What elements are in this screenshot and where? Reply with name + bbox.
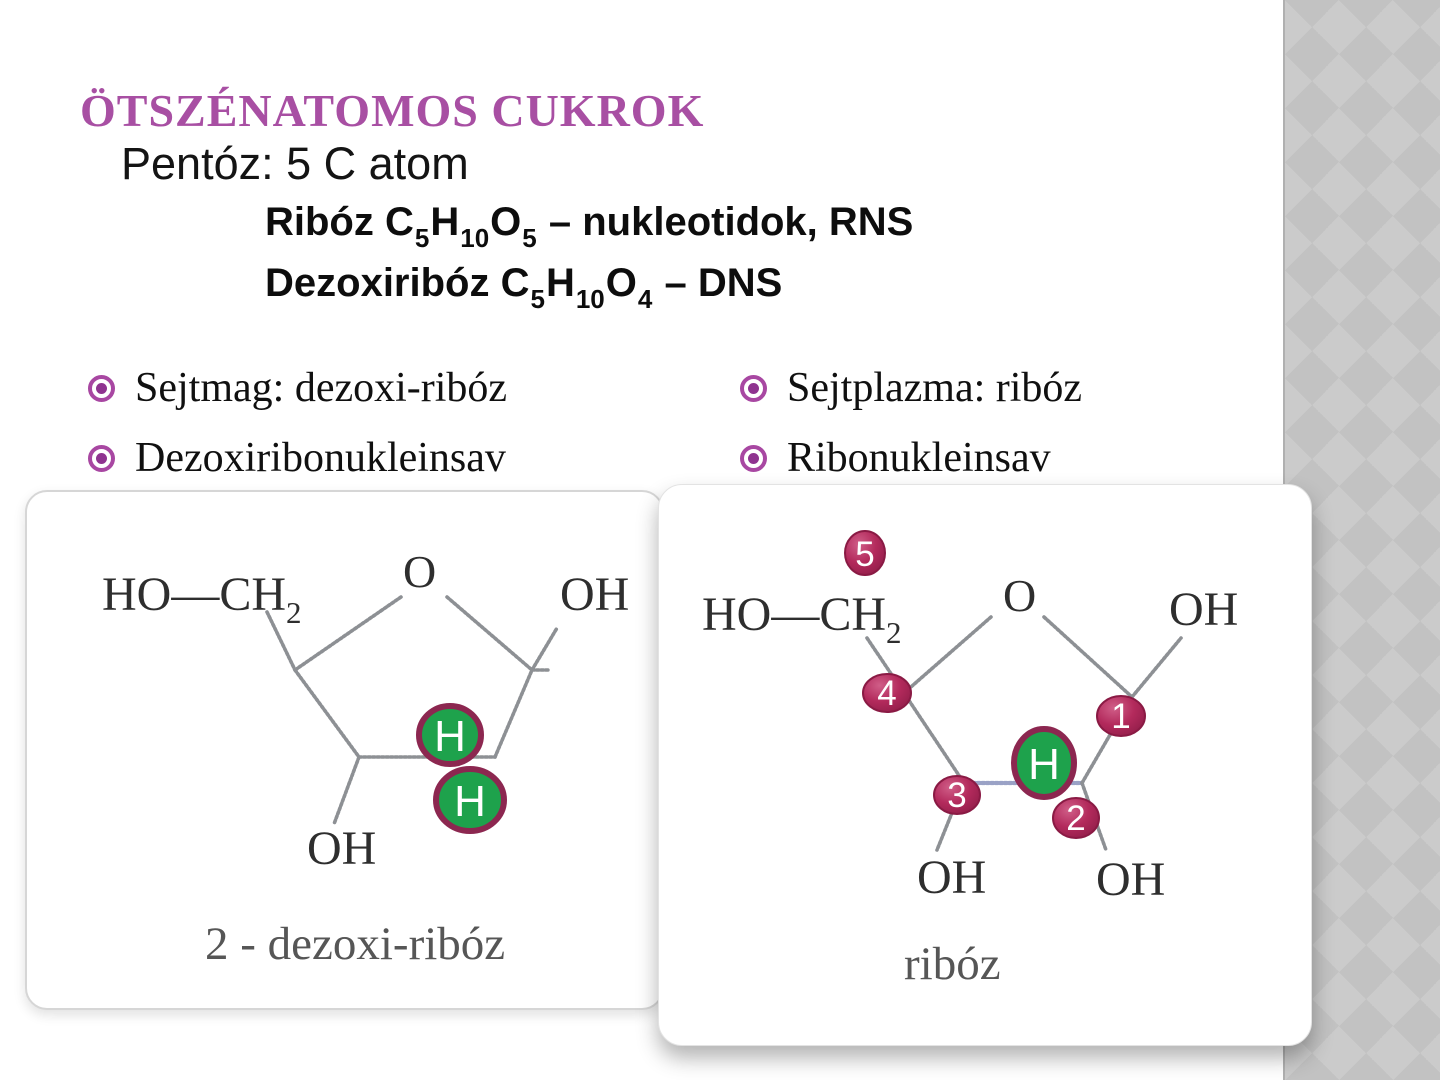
- carbon-2-badge: [1052, 797, 1100, 839]
- formula-block: Ribóz C5H10O5 – nukleotidok, RNS Dezoxir…: [265, 194, 913, 316]
- bond-o-c4: [293, 595, 403, 672]
- diagram-caption: ribóz: [904, 938, 1001, 990]
- slide-subtitle: Pentóz: 5 C atom: [121, 138, 469, 189]
- ring-oxygen-label: O: [403, 546, 436, 597]
- ring-oxygen-label: O: [1003, 570, 1036, 621]
- hydrogen-atom-badge: [1011, 726, 1077, 800]
- bond-c4-c3: [293, 668, 361, 759]
- oh-label-bottom-left: OH: [917, 851, 986, 904]
- formula-deoxyribose: Dezoxiribóz C5H10O4 – DNS: [265, 261, 783, 314]
- bond-c3-oh: [332, 755, 361, 826]
- formula-deoxyribose-sub3: 4: [637, 284, 653, 314]
- bullet-item-sejtmag: Sejtmag: dezoxi-ribóz: [88, 362, 507, 414]
- formula-deoxyribose-text: Dezoxiribóz C: [265, 261, 530, 305]
- target-bullet-icon: [740, 444, 767, 472]
- bond-c1-oh: [530, 626, 559, 672]
- carbon-3-badge: [933, 775, 981, 815]
- formula-ribose-text: Ribóz C: [265, 200, 414, 244]
- bullet-label: Sejtmag: dezoxi-ribóz: [135, 365, 508, 411]
- bullet-label: Sejtplazma: ribóz: [787, 365, 1083, 411]
- formula-ribose: Ribóz C5H10O5 – nukleotidok, RNS: [265, 200, 914, 253]
- bullet-item-ribonukleinsav: Ribonukleinsav: [740, 432, 1051, 484]
- carbon-3-label: 3: [947, 776, 966, 815]
- bond-ch2-c4: [265, 610, 297, 672]
- target-bullet-icon: [88, 374, 115, 402]
- bullet-item-dezoxiribonukleinsav: Dezoxiribonukleinsav: [88, 432, 506, 484]
- target-bullet-icon: [740, 374, 767, 402]
- bond-c4-c3: [902, 691, 966, 785]
- formula-ribose-sub1: 5: [414, 223, 430, 253]
- hydrogen-atom-badge: [416, 703, 484, 767]
- oh-label-bottom-right: OH: [1096, 853, 1165, 906]
- ho-ch2-label: HO—CH2: [102, 568, 302, 630]
- carbon-5-label: 5: [855, 535, 874, 574]
- hydrogen-atom-badge: [433, 766, 507, 834]
- bullet-item-sejtplazma: Sejtplazma: ribóz: [740, 362, 1082, 414]
- oh-label-top-right: OH: [560, 568, 629, 621]
- bond-c1-oh: [1130, 636, 1183, 699]
- oh-label-top-right: OH: [1169, 583, 1238, 636]
- bond-o-c1: [445, 595, 534, 672]
- ribose-structure-card: HO—CH2 O OH OH OH 5 4 1 3 H 2 ribóz: [658, 484, 1312, 1046]
- deoxyribose-structure-diagram: HO—CH2 O OH OH H H 2 - dezoxi-ribóz: [102, 546, 629, 970]
- ribose-structure-diagram: HO—CH2 O OH OH OH 5 4 1 3 H 2 ribóz: [702, 530, 1238, 990]
- ho-ch2-label: HO—CH2: [702, 588, 902, 650]
- slide-title: ÖTSZÉNATOMOS CUKROK: [80, 85, 705, 136]
- formula-ribose-sub2: 10: [460, 223, 490, 253]
- carbon-1-label: 1: [1111, 697, 1130, 736]
- oh-label-bottom: OH: [307, 822, 376, 875]
- carbon-4-badge: [862, 673, 912, 713]
- formula-deoxyribose-sub2: 10: [575, 284, 605, 314]
- bond-o-c1: [1042, 615, 1134, 699]
- bond-o-c4: [902, 615, 993, 695]
- carbon-4-label: 4: [877, 674, 896, 713]
- bond-c2-c1: [493, 668, 534, 759]
- bullet-label: Dezoxiribonukleinsav: [135, 435, 506, 481]
- target-bullet-icon: [88, 444, 115, 472]
- carbon-1-badge: [1096, 695, 1146, 737]
- carbon-5-badge: [844, 530, 886, 576]
- deoxyribose-structure-card: HO—CH2 O OH OH H H 2 - dezoxi-ribóz: [25, 490, 664, 1010]
- formula-ribose-sub3: 5: [522, 223, 537, 253]
- formula-deoxyribose-sub1: 5: [530, 284, 545, 314]
- bullet-label: Ribonukleinsav: [787, 435, 1051, 481]
- hydrogen-atom-label: H: [454, 777, 486, 826]
- carbon-2-label: 2: [1066, 799, 1085, 838]
- hydrogen-atom-label: H: [434, 712, 466, 761]
- hydrogen-atom-label: H: [1028, 740, 1060, 789]
- diagram-caption: 2 - dezoxi-ribóz: [205, 918, 505, 970]
